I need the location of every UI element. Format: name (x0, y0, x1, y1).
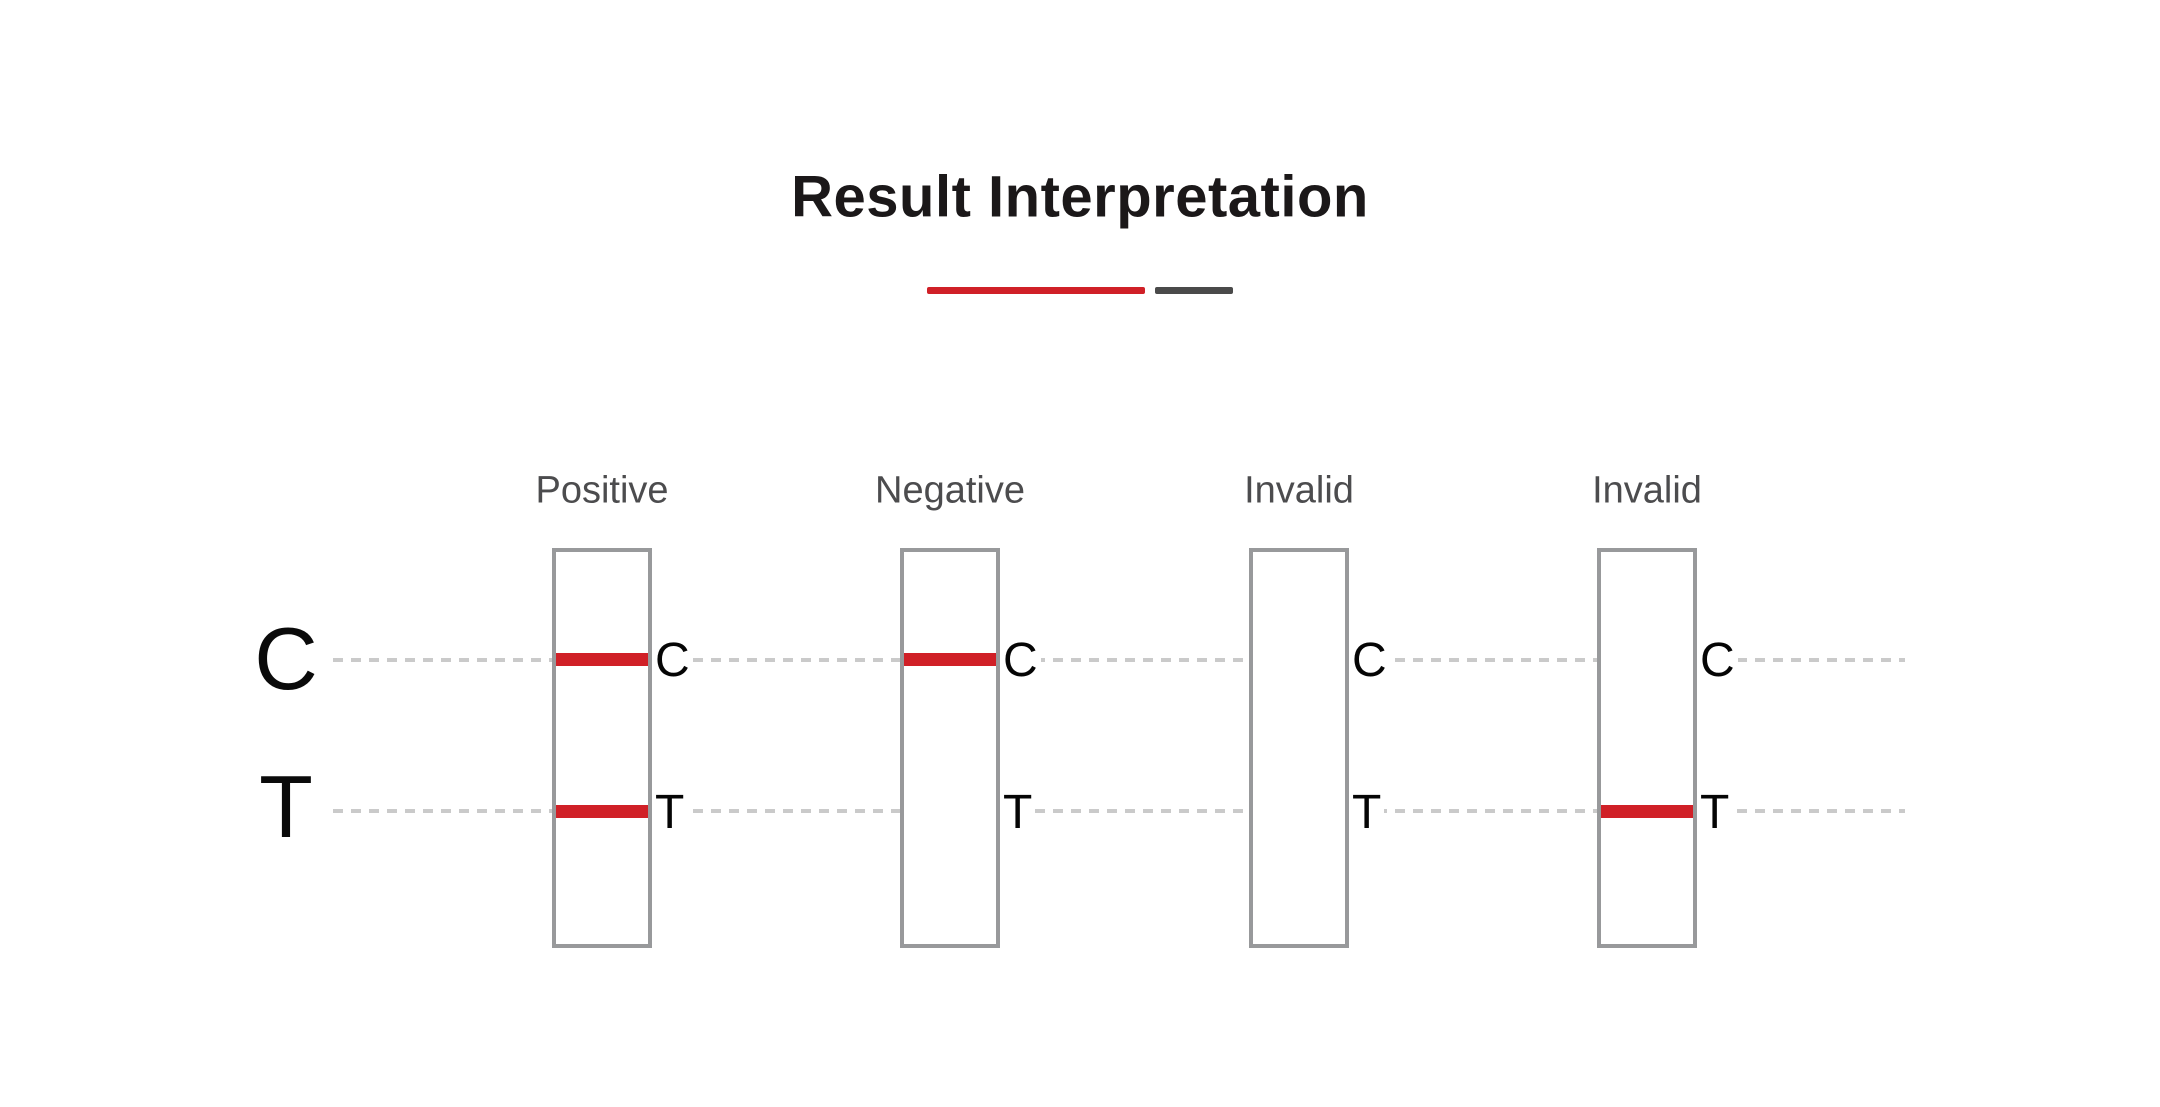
control-letter: C (1697, 635, 1738, 687)
strip-result-label: Negative (875, 469, 1025, 512)
strip-negative: Negative C T (875, 0, 1041, 1107)
strip-result-label: Invalid (1244, 469, 1354, 512)
strip-result-label: Invalid (1592, 469, 1702, 512)
strip-result-label: Positive (535, 469, 669, 512)
test-level-dashed-line (333, 809, 1905, 813)
strip-positive: Positive C T (535, 0, 693, 1107)
control-letter: C (1000, 635, 1041, 687)
test-letter: T (1349, 787, 1385, 839)
title-underline-red-segment (927, 287, 1145, 294)
strip-invalid-test-line-only: Invalid C T (1592, 0, 1738, 1107)
test-axis-label: T (259, 757, 313, 856)
control-level-dashed-line (333, 658, 1905, 662)
control-letter: C (1349, 635, 1390, 687)
page-title: Result Interpretation (791, 164, 1369, 230)
title-underline (0, 287, 2160, 294)
test-cassette-window (1597, 548, 1697, 948)
test-cassette-window (900, 548, 1000, 948)
title-underline-gray-segment (1155, 287, 1233, 294)
test-cassette-window (552, 548, 652, 948)
test-line (556, 805, 648, 818)
test-letter: T (1697, 787, 1733, 839)
control-axis-label: C (254, 609, 318, 708)
test-letter: T (652, 787, 688, 839)
test-cassette-window (1249, 548, 1349, 948)
test-line (1601, 805, 1693, 818)
control-line (904, 653, 996, 666)
test-letter: T (1000, 787, 1036, 839)
control-letter: C (652, 635, 693, 687)
strip-invalid-no-lines: Invalid C T (1244, 0, 1390, 1107)
control-line (556, 653, 648, 666)
